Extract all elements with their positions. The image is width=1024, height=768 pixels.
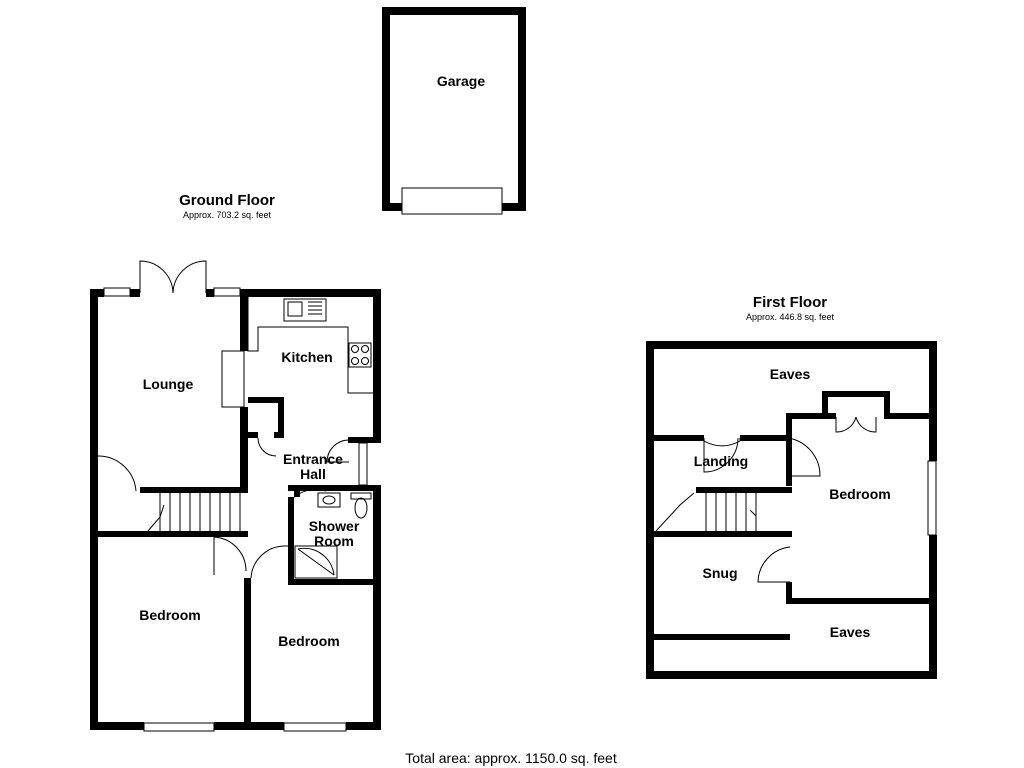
garage-wall-top (382, 7, 526, 15)
door-swing (257, 437, 277, 457)
room-label-shower-room: Room (314, 533, 354, 549)
room-label-bedroom-right: Bedroom (278, 633, 339, 649)
gf-wall-bedroom-top (90, 531, 248, 537)
garage-label: Garage (437, 73, 485, 89)
door-swing (291, 488, 327, 500)
door-swing (703, 438, 741, 447)
gf-wall-bedrooms (244, 578, 251, 730)
gf-wall-right-lower (373, 485, 381, 730)
room-label-shower: Shower (309, 518, 360, 534)
basin-icon (317, 492, 341, 508)
room-label-entrance: Entrance (283, 451, 343, 467)
window (927, 460, 937, 536)
garage-wall-bottom-left (382, 203, 404, 211)
room-label-snug: Snug (703, 565, 738, 581)
door-swing (787, 437, 821, 477)
window (283, 722, 347, 732)
ff-wall-left (646, 341, 654, 679)
cupboard-door (835, 416, 857, 433)
staircase (147, 493, 241, 532)
gf-wall-left (90, 289, 98, 730)
gf-wall-top-right (240, 289, 381, 297)
french-door-right (172, 260, 207, 294)
window (213, 287, 241, 297)
garage-wall-bottom-right (502, 203, 526, 211)
total-area: Total area: approx. 1150.0 sq. feet (405, 750, 617, 766)
gf-wall-stairs-top (140, 487, 248, 493)
kitchen-units (247, 297, 373, 394)
sink-icon (283, 298, 327, 322)
gf-wall-right-upper (373, 289, 381, 443)
room-label-landing: Landing (694, 453, 748, 469)
ff-wall-top (646, 341, 937, 349)
french-door-left (139, 260, 174, 294)
shower-wall-bottom (288, 579, 381, 585)
window (143, 722, 215, 732)
door-swing (213, 536, 247, 575)
hob-icon (348, 342, 372, 368)
window (103, 287, 131, 297)
garage-wall-right (518, 7, 526, 211)
room-label-bedroom: Bedroom (829, 486, 890, 502)
first-floor-title: First Floor (753, 294, 827, 311)
room-label-lounge: Lounge (143, 376, 194, 392)
ff-wall-right-lower (929, 535, 937, 679)
gf-wall-bottom-1 (90, 722, 144, 730)
ff-wall-eaves-bottom (654, 634, 790, 640)
shower-wall-left (288, 497, 294, 585)
door-swing (757, 546, 791, 583)
ff-wall-bottom (646, 671, 937, 679)
room-label-kitchen: Kitchen (281, 349, 332, 365)
room-label-bedroom-left: Bedroom (139, 607, 200, 623)
room-label-eaves-bottom: Eaves (830, 624, 871, 640)
door-swing (326, 439, 350, 463)
shower-wall-top (288, 485, 381, 491)
shower-tray-icon (294, 545, 338, 579)
room-label-eaves-top: Eaves (770, 366, 811, 382)
ground-floor-area: Approx. 703.2 sq. feet (183, 210, 272, 220)
first-floor: Eaves Landing Bedroom Snug Eaves (646, 341, 937, 679)
door-swing (250, 545, 289, 579)
chimney-breast (221, 350, 245, 408)
first-floor-area: Approx. 446.8 sq. feet (746, 312, 835, 322)
ff-wall-snug-top (654, 531, 792, 537)
gf-wall-bottom-3 (346, 722, 381, 730)
garage-door (401, 187, 503, 215)
garage-wall-left (382, 7, 390, 211)
toilet-icon (354, 497, 368, 519)
garage: Garage (382, 7, 526, 215)
ground-floor: Lounge Kitchen Entrance Hall Shower Room… (90, 260, 381, 732)
ff-wall-bedroom-bottom (786, 598, 929, 604)
ground-floor-title: Ground Floor (179, 192, 275, 209)
cupboard-door (855, 416, 877, 433)
room-label-hall: Hall (300, 466, 326, 482)
staircase (655, 492, 757, 532)
window (358, 442, 368, 486)
door-swing (97, 455, 137, 492)
ff-wall-right-upper (929, 341, 937, 461)
